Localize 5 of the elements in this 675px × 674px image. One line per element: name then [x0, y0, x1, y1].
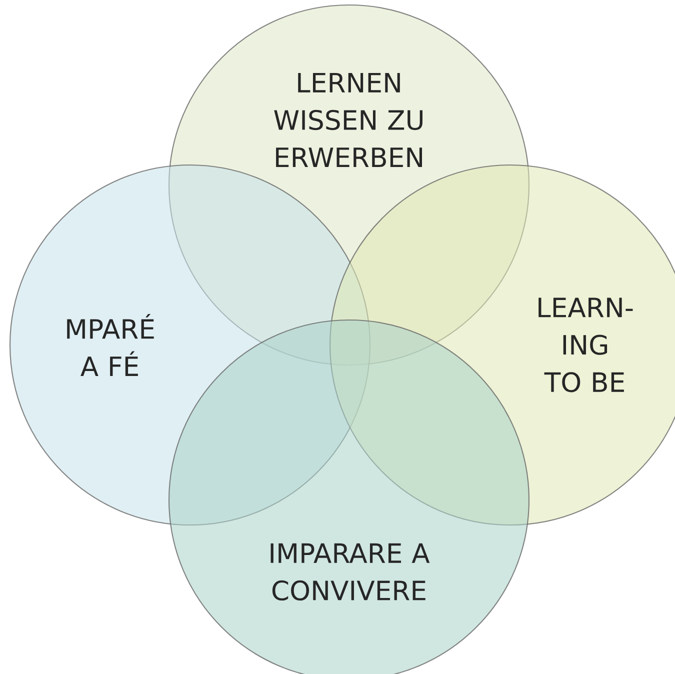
circle-label: IMPARARE A CONVIVERE [270, 543, 430, 601]
circle-label: MPARÉ A FÉ [67, 314, 154, 376]
circle-label: LEARN-ING TO BE [538, 298, 633, 392]
circle [168, 319, 530, 674]
circle-label: LERNEN WISSEN ZU ERWERBEN [274, 72, 422, 168]
